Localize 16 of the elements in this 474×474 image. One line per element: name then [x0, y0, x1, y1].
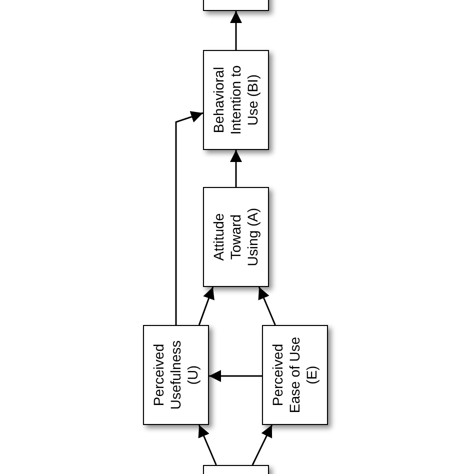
process-box	[262, 325, 328, 425]
process-box	[203, 50, 269, 150]
box-label: Attitude Toward Using (A)	[210, 206, 262, 268]
arrow	[230, 150, 242, 187]
arrow	[209, 370, 262, 382]
arrow	[252, 424, 273, 466]
box-label: Perceived Usefulness (U)	[150, 339, 202, 412]
process-box	[143, 325, 209, 425]
arrow	[258, 286, 276, 326]
arrow	[198, 424, 217, 466]
arrow	[175, 111, 204, 325]
arrow	[198, 286, 214, 326]
process-box	[203, 187, 269, 287]
box-label: Behavioral Intention to Use (BI)	[210, 64, 262, 137]
box-label: Perceived Ease of Use (E)	[270, 336, 320, 415]
arrow	[230, 11, 242, 50]
